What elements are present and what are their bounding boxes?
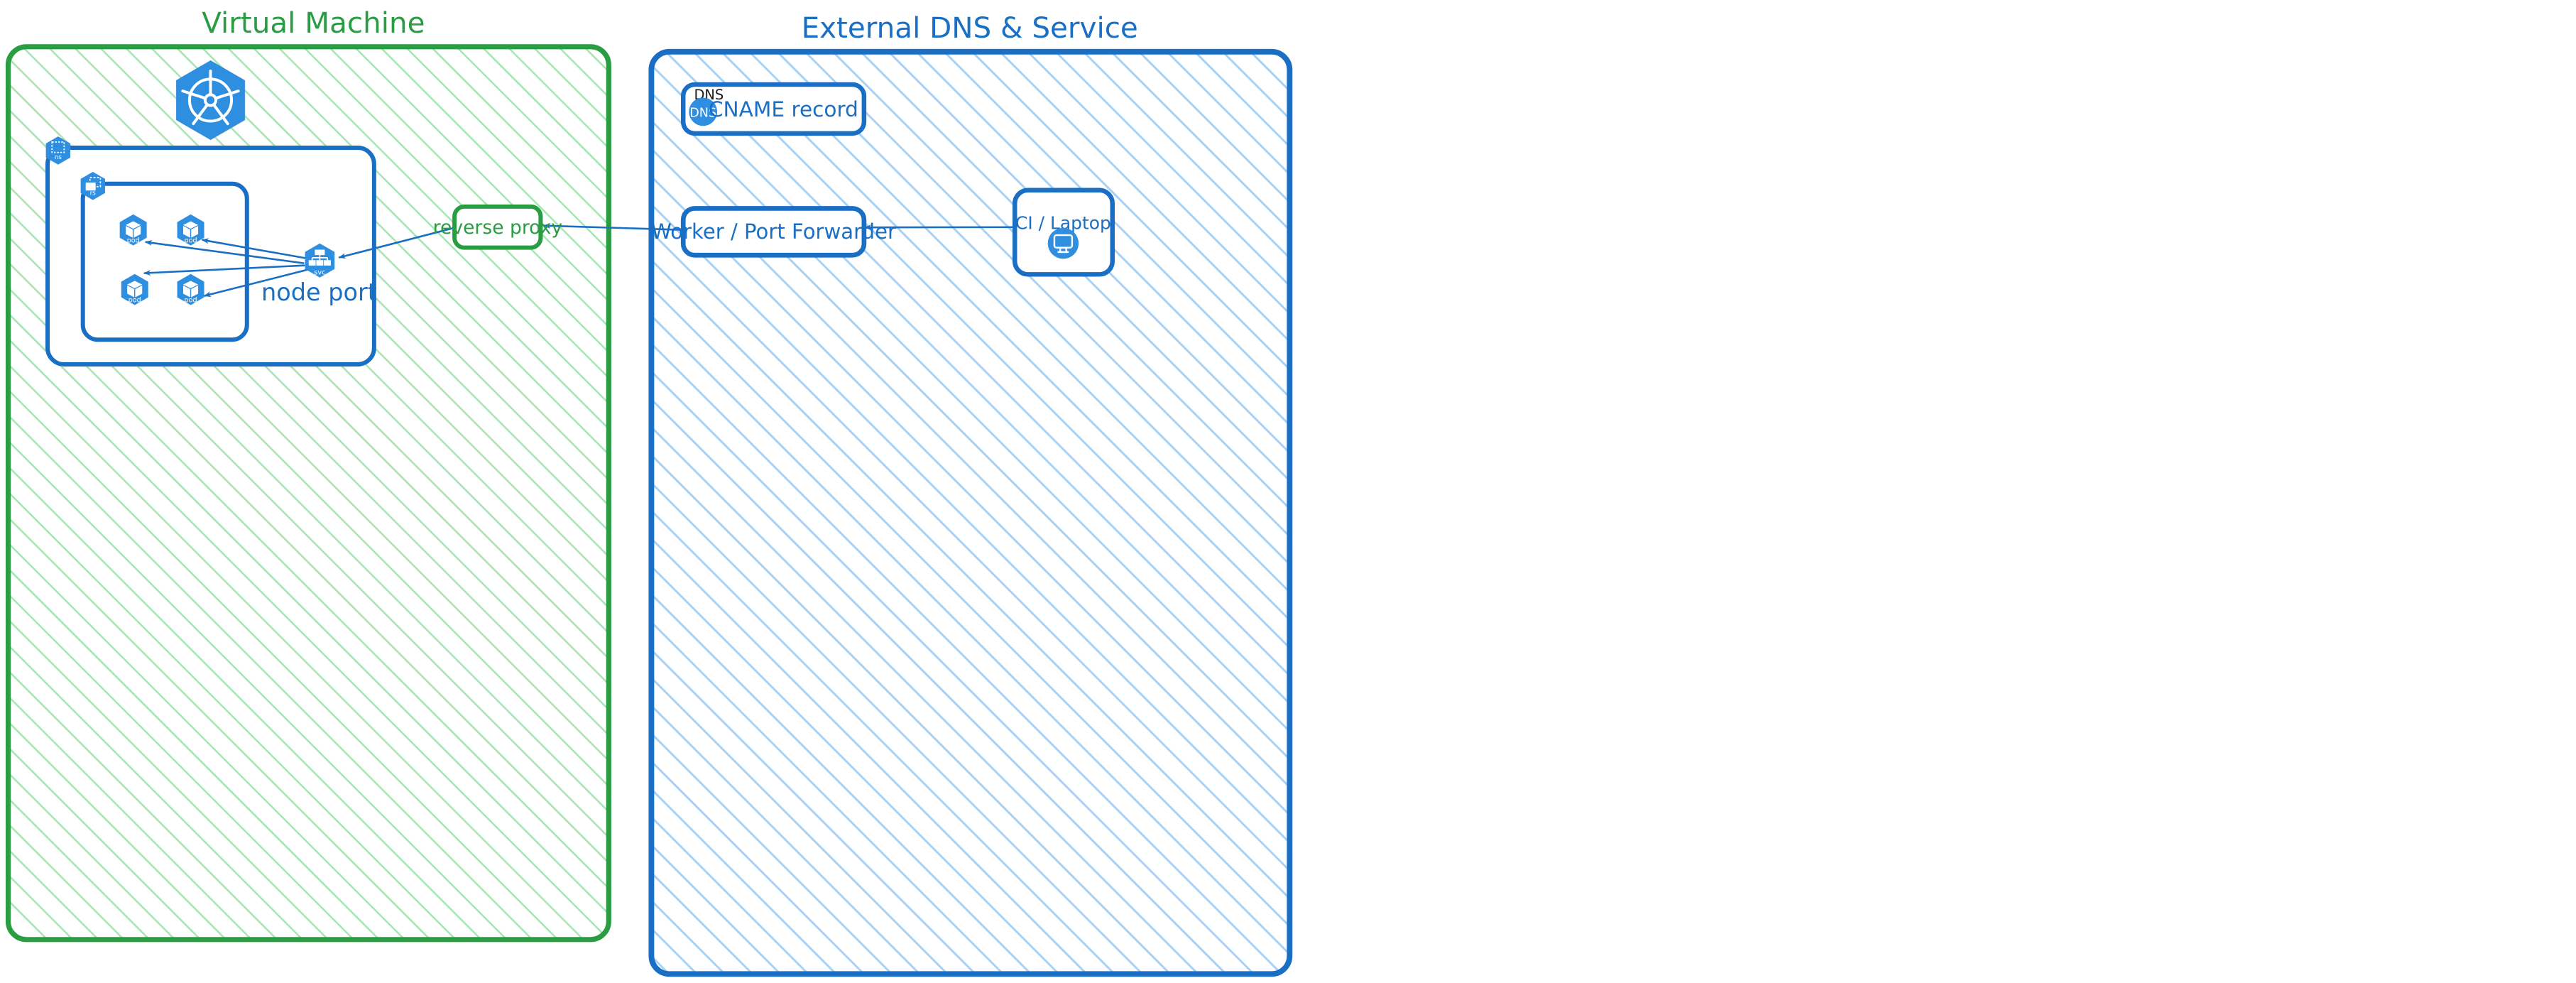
pod-label-4: pod: [184, 297, 197, 305]
pod-icon-1[interactable]: pod: [119, 214, 147, 246]
worker-port-forwarder-label: Worker / Port Forwarder: [651, 219, 896, 244]
cname-record-node[interactable]: DNS DNS CNAME record: [680, 82, 867, 136]
ci-laptop-node[interactable]: CI / Laptop: [1013, 188, 1115, 277]
pod-label-2: pod: [184, 237, 197, 245]
namespace-badge-label: ns: [55, 154, 62, 161]
panel-title-virtual-machine: Virtual Machine: [202, 6, 425, 40]
reverse-proxy-node[interactable]: reverse proxy: [433, 204, 562, 250]
pod-label-3: pod: [129, 297, 141, 305]
kubernetes-logo[interactable]: [176, 60, 245, 140]
reverse-proxy-label: reverse proxy: [433, 217, 562, 239]
dns-icon: DNS: [689, 97, 718, 126]
replicaset-badge-label: rs: [90, 190, 97, 197]
service-badge-label: svc: [314, 268, 325, 276]
edge-worker-to-proxy[interactable]: [542, 222, 684, 231]
edge-svc-to-pod-3[interactable]: [143, 264, 305, 276]
dns-icon-label: DNS: [689, 107, 716, 121]
pod-icon-3[interactable]: pod: [121, 273, 148, 305]
panel-title-external-dns-service: External DNS & Service: [802, 11, 1138, 45]
service-icon[interactable]: svc: [305, 243, 335, 278]
worker-port-forwarder-box: [680, 206, 867, 258]
edge-proxy-to-svc[interactable]: [338, 227, 455, 259]
edge-svc-to-pod-2[interactable]: [201, 238, 307, 259]
cname-record-label: CNAME record: [709, 97, 858, 121]
replicaset-box[interactable]: [80, 181, 249, 342]
namespace-badge[interactable]: ns: [45, 136, 70, 165]
pod-icon-4[interactable]: pod: [177, 273, 204, 305]
worker-port-forwarder-node[interactable]: Worker / Port Forwarder: [651, 206, 896, 258]
cname-record-box: [680, 82, 867, 136]
pod-label-1: pod: [127, 237, 140, 245]
reverse-proxy-box: [452, 204, 543, 250]
dns-panel-border: [648, 48, 1293, 977]
edge-svc-to-pod-1[interactable]: [144, 239, 305, 264]
monitor-icon: [1047, 227, 1079, 259]
edge-svc-to-pod-4[interactable]: [203, 268, 308, 298]
replicaset-box-border: [80, 181, 249, 342]
pod-icon-2[interactable]: pod: [177, 214, 204, 246]
node-port-caption: node port: [261, 278, 377, 306]
panel-external-dns-service[interactable]: External DNS & Service: [648, 11, 1293, 977]
replicaset-badge[interactable]: rs: [80, 172, 105, 200]
